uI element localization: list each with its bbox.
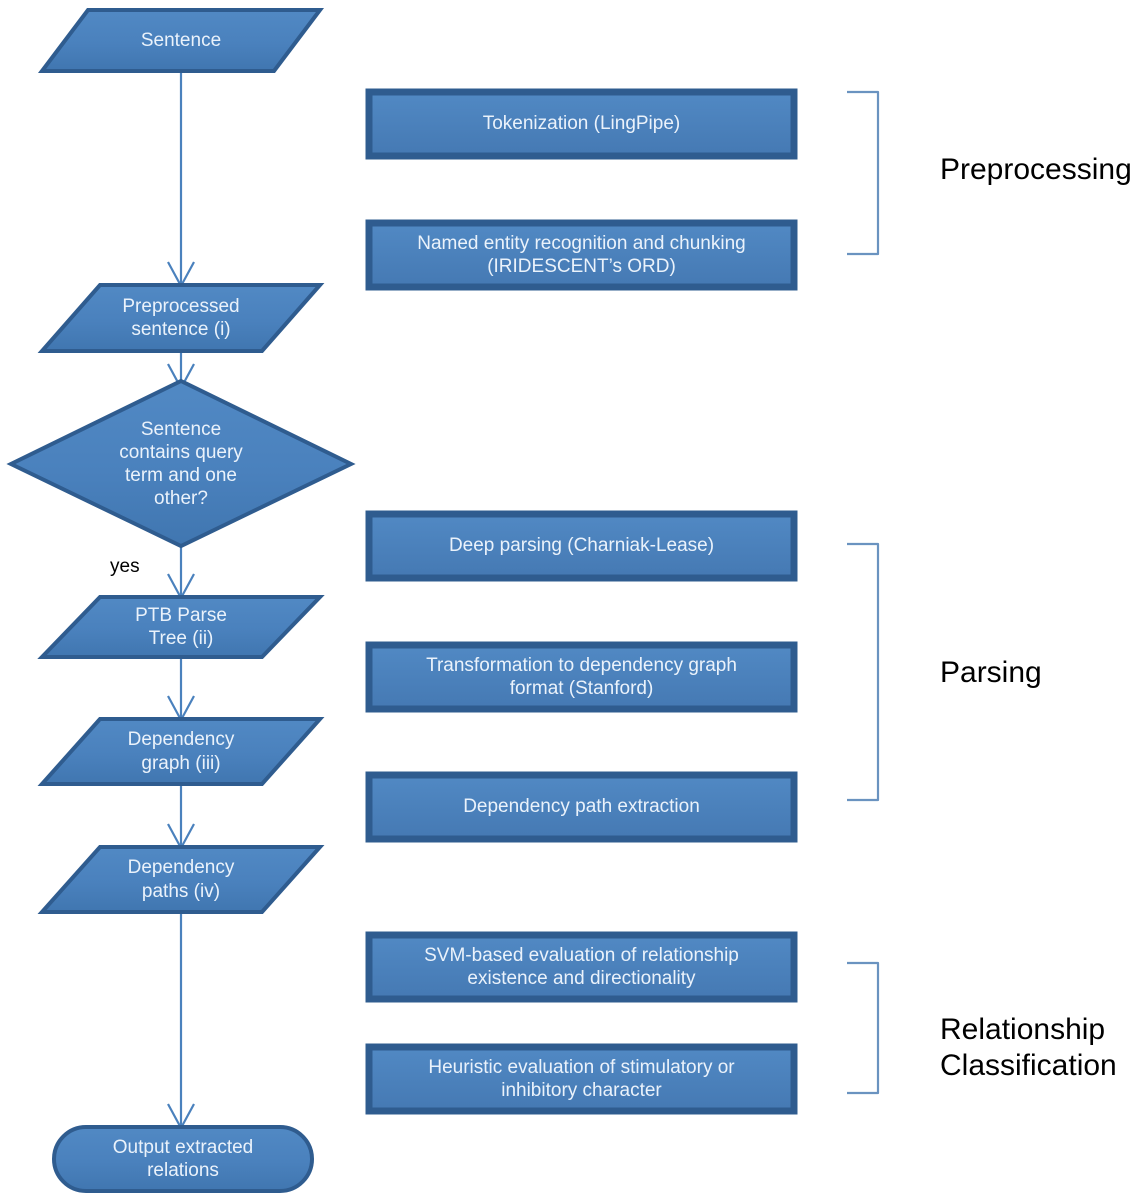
edge-label-yes: yes [110,556,140,577]
group-label-relationship-classification: Relationship Classification [940,1013,1117,1082]
group-label-preprocessing: Preprocessing [940,153,1132,186]
group-label-parsing: Parsing [940,656,1042,689]
